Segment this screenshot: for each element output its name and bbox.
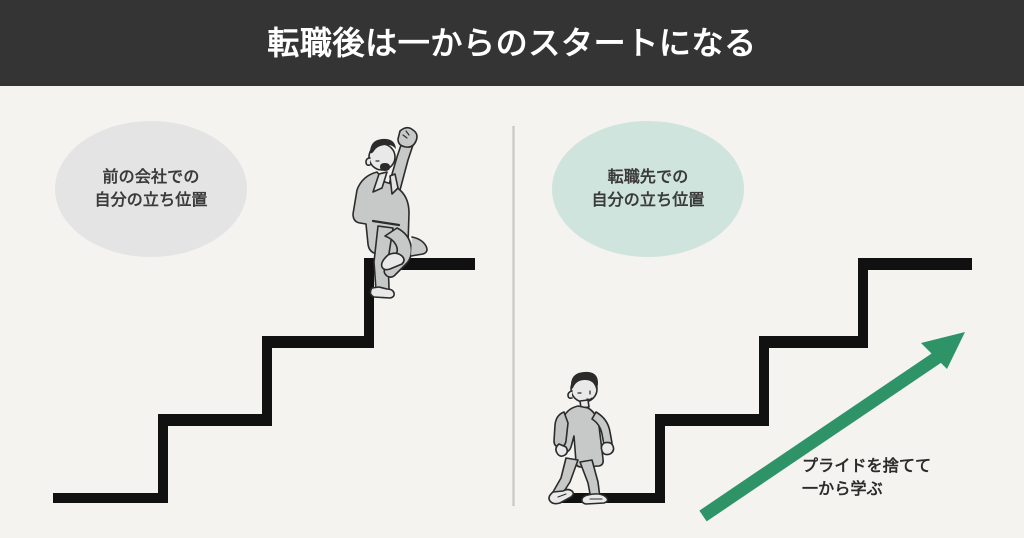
- header-bar: 転職後は一からのスタートになる: [0, 0, 1024, 86]
- page-title: 転職後は一からのスタートになる: [267, 25, 757, 61]
- growth-arrow-caption: プライドを捨てて 一から学ぶ: [802, 458, 932, 499]
- bubble-new-company: 転職先での 自分の立ち位置: [552, 121, 744, 257]
- bubble-new-company-label: 転職先での 自分の立ち位置: [591, 168, 705, 209]
- bubble-previous-company-label: 前の会社での 自分の立ち位置: [94, 168, 208, 209]
- bubble-previous-company: 前の会社での 自分の立ち位置: [55, 121, 247, 257]
